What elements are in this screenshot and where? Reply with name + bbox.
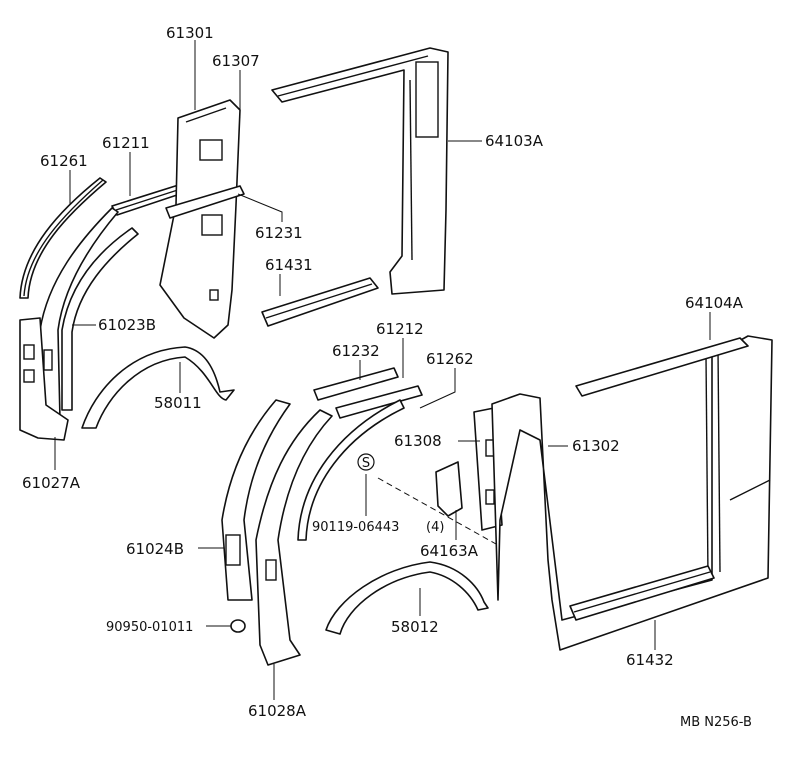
part-61028A-pillar[interactable]	[255, 409, 333, 666]
label-58012: 58012	[391, 618, 439, 636]
label-61212: 61212	[376, 320, 424, 338]
label-61431: 61431	[265, 256, 313, 274]
part-90950-grommet[interactable]	[230, 619, 246, 633]
part-61431-sill[interactable]	[261, 277, 379, 327]
part-61232-rail[interactable]	[313, 367, 399, 401]
part-61212-rail[interactable]	[335, 385, 423, 419]
part-61301-pillar[interactable]	[159, 99, 241, 339]
label-61432: 61432	[626, 651, 674, 669]
label-90950-01011: 90950-01011	[106, 620, 193, 635]
label-61302: 61302	[572, 437, 620, 455]
screw-symbol-icon	[357, 453, 375, 471]
label-61027A: 61027A	[22, 474, 81, 492]
label-61232: 61232	[332, 342, 380, 360]
screw-symbol-letter: S	[362, 456, 370, 471]
part-61432-sill[interactable]	[569, 565, 715, 621]
part-61023B-pillar[interactable]	[39, 207, 119, 421]
diagram-code: MB N256-B	[680, 715, 752, 730]
label-61211: 61211	[102, 134, 150, 152]
label-64104A: 64104A	[685, 294, 744, 312]
label-61028A: 61028A	[248, 702, 307, 720]
label-58011: 58011	[154, 394, 202, 412]
part-64103A-panel[interactable]	[271, 47, 449, 295]
label-90119-06443: 90119-06443	[312, 520, 399, 535]
label-61231: 61231	[255, 224, 303, 242]
part-58011-wheel-arch[interactable]	[81, 346, 235, 429]
label-61023B: 61023B	[98, 316, 156, 334]
label-64163A: 64163A	[420, 542, 479, 560]
leader-lines	[54, 40, 711, 700]
part-58012-wheel-arch[interactable]	[325, 561, 489, 635]
part-61024B-pillar[interactable]	[221, 399, 291, 601]
label-64103A: 64103A	[485, 132, 544, 150]
part-61231-rail[interactable]	[165, 185, 245, 219]
part-61027A-pillar[interactable]	[19, 317, 69, 441]
label-61261: 61261	[40, 152, 88, 170]
part-61261-weatherstrip[interactable]	[19, 177, 107, 299]
label-90119-qty: (4)	[426, 520, 444, 535]
part-61023B-inner	[61, 227, 139, 411]
label-61308: 61308	[394, 432, 442, 450]
part-61262-weatherstrip[interactable]	[297, 399, 405, 541]
label-61307: 61307	[212, 52, 260, 70]
label-61262: 61262	[426, 350, 474, 368]
part-64163A-bracket[interactable]	[435, 461, 463, 517]
part-64104A-rail[interactable]	[575, 337, 749, 397]
label-61024B: 61024B	[126, 540, 184, 558]
label-61301: 61301	[166, 24, 214, 42]
